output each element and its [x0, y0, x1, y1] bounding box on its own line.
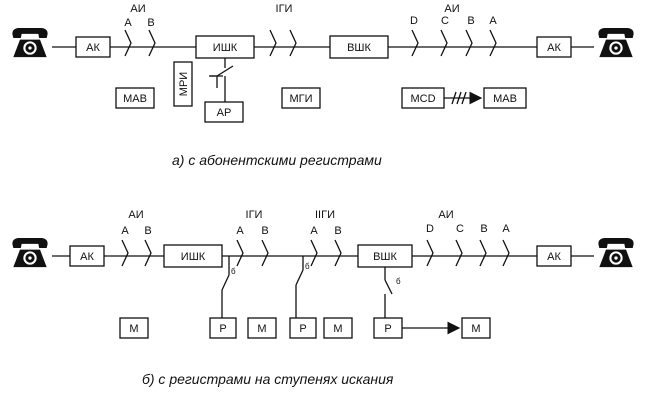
ar-switch-stem: [210, 75, 223, 88]
ai-right-d-label-b: D: [426, 223, 434, 235]
ai-right-a-label-b: А: [502, 223, 510, 235]
switch-a-right-icon: [489, 29, 497, 57]
mri-label: МРИ: [178, 72, 190, 96]
switch-b-right-icon: [465, 29, 473, 57]
mcd-label: MCD: [410, 93, 435, 105]
vshk-label-b: ВШК: [373, 251, 397, 263]
ai-left-b-label: В: [147, 17, 154, 29]
igi-b-label: В: [261, 225, 268, 237]
ak-left-label-b: АК: [80, 251, 94, 263]
vshk-box: [329, 35, 389, 59]
b1-label: б: [231, 267, 236, 276]
r2-switch-icon: [295, 269, 304, 286]
mav-left-label: МАВ: [123, 93, 147, 105]
switch-iigi-a-icon: [310, 239, 318, 267]
telephone-icon: [598, 238, 634, 268]
ai-left-a-label-b: А: [121, 225, 129, 237]
telephone-icon: [12, 28, 48, 58]
switch-a-b-icon: [121, 239, 129, 267]
ai-left-a-label: А: [124, 17, 132, 29]
ak-right-label-b: АК: [547, 251, 561, 263]
diagram-a: АК АИ А В ИШК IГИ ВШК АИ D С В А АК МАВ: [12, 3, 634, 168]
ai-left-label-b: АИ: [128, 209, 143, 221]
ai-right-label-b: АИ: [438, 209, 453, 221]
mav-right-box: [483, 87, 527, 109]
ai-right-label: АИ: [444, 3, 459, 15]
multiwire-icon: [451, 91, 467, 105]
caption-b: б) с регистрами на ступенях искания: [142, 371, 394, 387]
mgi-label: МГИ: [289, 93, 312, 105]
switch-d-icon: [411, 29, 419, 57]
ai-right-d-label: D: [410, 15, 418, 27]
ai-right-c-label: С: [441, 15, 449, 27]
b3-label: б: [396, 277, 401, 286]
m3-box: [323, 317, 353, 339]
ak-right-box-b: [536, 245, 572, 267]
ar-box: [204, 101, 244, 123]
ai-right-c-label-b: С: [456, 223, 464, 235]
ishk-label-b: ИШК: [181, 251, 206, 263]
switch-c-b-icon: [455, 239, 463, 267]
ai-right-a-label: А: [489, 15, 497, 27]
mri-box: [173, 61, 193, 107]
switch-iigi-b-icon: [334, 239, 342, 267]
igi-a-label: А: [236, 225, 244, 237]
diagram-b: АК АИ А В ИШК IГИ А В б Р М М IIГИ А В б: [12, 209, 634, 387]
mav-left-box: [115, 87, 155, 109]
switch-b-icon: [148, 29, 156, 57]
ai-left-label: АИ: [130, 3, 145, 15]
mav-right-label: МАВ: [493, 93, 517, 105]
switch-igi-1-icon: [269, 29, 277, 57]
m4-box: [461, 317, 491, 339]
r3-label: Р: [384, 323, 391, 335]
ai-right-b-label: В: [467, 15, 474, 27]
vshk-label: ВШК: [347, 42, 371, 54]
r2-label: Р: [299, 323, 306, 335]
switch-b-right-b-icon: [479, 239, 487, 267]
caption-a: а) с абонентскими регистрами: [172, 152, 382, 168]
ak-left-box: [75, 36, 111, 58]
r1-box: [209, 317, 237, 339]
ishk-box-b: [163, 244, 223, 268]
ai-right-b-label-b: В: [480, 223, 487, 235]
switch-d-b-icon: [426, 239, 434, 267]
m3-label: М: [333, 323, 342, 335]
ai-left-b-label-b: В: [144, 225, 151, 237]
iigi-a-label: А: [310, 225, 318, 237]
igi-label-b: IГИ: [246, 209, 263, 221]
m1-box: [119, 317, 149, 339]
iigi-b-label: В: [334, 225, 341, 237]
switch-a-right-b-icon: [502, 239, 510, 267]
r3-switch-icon: [384, 279, 393, 295]
iigi-label: IIГИ: [315, 209, 335, 221]
r1-switch-icon: [221, 274, 230, 291]
ishk-label: ИШК: [213, 42, 238, 54]
igi-label: IГИ: [276, 3, 293, 15]
m2-label: М: [257, 323, 266, 335]
switch-igi-2-icon: [289, 29, 297, 57]
m1-label: М: [129, 323, 138, 335]
m4-label: М: [471, 323, 480, 335]
r2-box: [289, 317, 317, 339]
mgi-box: [281, 87, 321, 109]
switch-b-b-icon: [144, 239, 152, 267]
telephone-icon: [12, 238, 48, 268]
b2-label: б: [305, 262, 310, 271]
switch-a-icon: [124, 29, 132, 57]
ar-label: АР: [217, 107, 232, 119]
m2-box: [247, 317, 277, 339]
ak-left-box-b: [69, 245, 105, 267]
switch-c-icon: [440, 29, 448, 57]
switch-igi-a-icon: [236, 239, 244, 267]
switch-igi-b-icon: [261, 239, 269, 267]
ak-right-box: [536, 36, 572, 58]
ar-switch-icon: [209, 65, 234, 77]
ak-left-label: АК: [86, 42, 100, 54]
telephone-icon: [598, 28, 634, 58]
r1-label: Р: [219, 323, 226, 335]
ak-right-label: АК: [547, 42, 561, 54]
